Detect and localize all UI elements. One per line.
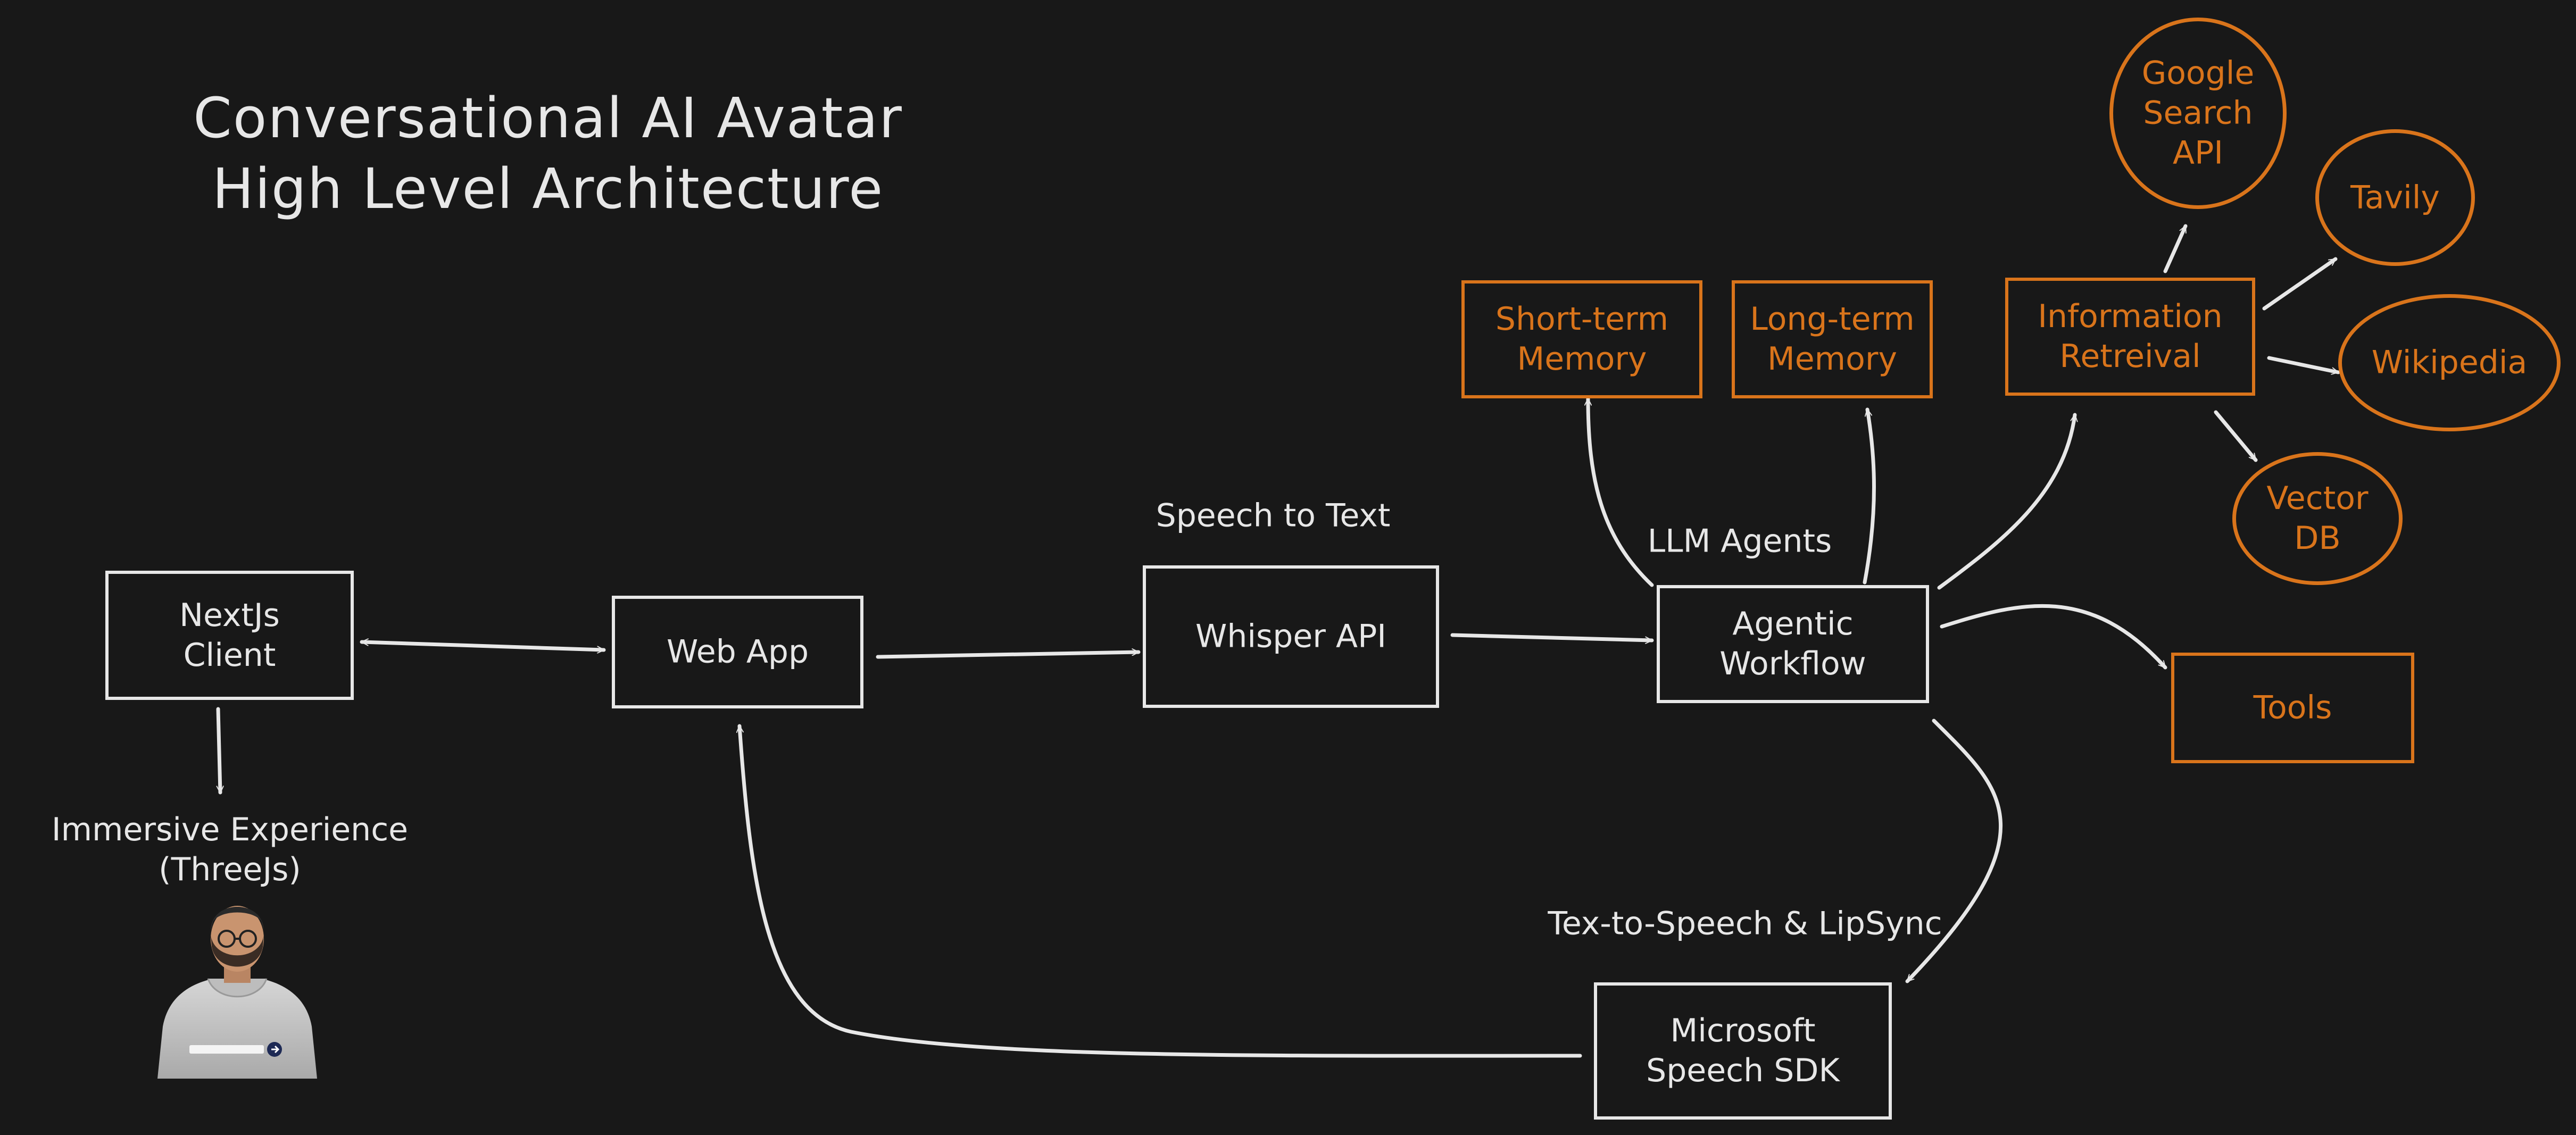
vector-db-label: Vector DB xyxy=(2266,480,2369,557)
arrow-speechsdk-webapp xyxy=(739,724,1582,1058)
arrow-webapp-whisper xyxy=(876,652,1141,659)
agentic-workflow-label: Agentic Workflow xyxy=(1719,605,1866,682)
arrow-agentic-shortterm xyxy=(1588,397,1654,587)
diagram-title-line-1: Conversational AI Avatar xyxy=(193,86,903,151)
nextjs-client-box: NextJs Client xyxy=(105,571,354,700)
microsoft-speech-sdk-box: Microsoft Speech SDK xyxy=(1594,982,1892,1120)
avatar-image xyxy=(157,906,317,1079)
whisper-api-box: Whisper API xyxy=(1143,565,1439,708)
arrow-retrieval-wikipedia xyxy=(2267,356,2340,372)
arrow-agentic-speechsdk xyxy=(1905,719,2002,983)
wikipedia-label: Wikipedia xyxy=(2371,344,2528,381)
arrow-client-webapp xyxy=(360,642,606,650)
speech-to-text-label: Speech to Text xyxy=(1156,497,1391,535)
short-term-memory-label: Short-term Memory xyxy=(1495,301,1669,378)
information-retrieval-label: Information Retreival xyxy=(2038,298,2223,375)
vector-db-node: Vector DB xyxy=(2232,452,2403,585)
immersive-experience-label: Immersive Experience (ThreeJs) xyxy=(51,811,409,888)
llm-agents-label: LLM Agents xyxy=(1647,522,1832,560)
arrow-agentic-tools xyxy=(1940,604,2167,670)
tavily-label: Tavily xyxy=(2350,179,2440,216)
long-term-memory-label: Long-term Memory xyxy=(1750,301,1915,378)
text-to-speech-label: Tex-to-Speech & LipSync xyxy=(1548,905,1942,942)
arrow-retrieval-google xyxy=(2163,224,2188,273)
arrow-agentic-retrieval xyxy=(1937,413,2075,590)
tools-box: Tools xyxy=(2171,653,2414,763)
wikipedia-node: Wikipedia xyxy=(2338,294,2561,431)
web-app-label: Web App xyxy=(666,633,809,671)
arrow-retrieval-tavily xyxy=(2262,257,2338,311)
diagram-title-line-2: High Level Architecture xyxy=(212,156,884,221)
google-search-api-node: Google Search API xyxy=(2109,18,2287,209)
google-search-api-label: Google Search API xyxy=(2141,54,2255,172)
information-retrieval-box: Information Retreival xyxy=(2005,278,2255,396)
nextjs-client-label: NextJs Client xyxy=(179,596,280,674)
whisper-api-label: Whisper API xyxy=(1195,617,1386,655)
arrow-whisper-agentic xyxy=(1450,633,1654,640)
web-app-box: Web App xyxy=(612,596,863,708)
tools-label: Tools xyxy=(2253,689,2332,727)
short-term-memory-box: Short-term Memory xyxy=(1461,280,1702,398)
long-term-memory-box: Long-term Memory xyxy=(1732,280,1933,398)
microsoft-speech-sdk-label: Microsoft Speech SDK xyxy=(1646,1012,1840,1089)
tavily-node: Tavily xyxy=(2315,129,2475,266)
arrow-agentic-longterm xyxy=(1863,407,1876,585)
arrow-retrieval-vectordb xyxy=(2214,410,2258,462)
agentic-workflow-box: Agentic Workflow xyxy=(1657,585,1929,703)
arrow-client-immersive xyxy=(216,707,220,795)
